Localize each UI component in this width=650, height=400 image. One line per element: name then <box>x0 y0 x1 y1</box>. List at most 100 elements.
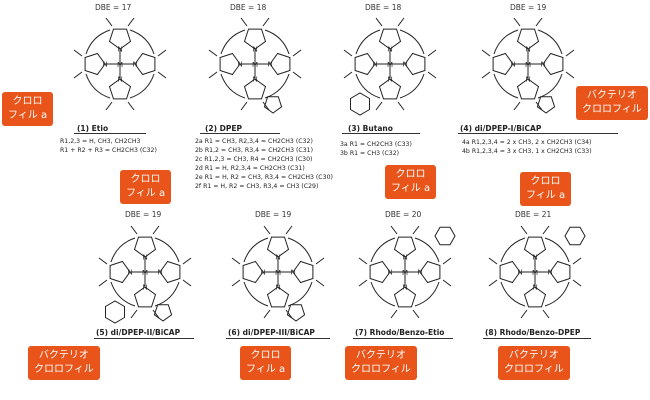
metal-atom: M <box>532 269 538 277</box>
meso-bridge <box>264 73 290 99</box>
fused-cyclopentane-ring <box>153 304 173 322</box>
substituent-bond <box>427 71 437 79</box>
substituent-bond <box>481 71 491 79</box>
nitrogen-atom: N <box>511 61 516 69</box>
substituent-bond <box>127 17 135 27</box>
meso-bridge <box>355 29 381 55</box>
compound-name-7: (7) Rhodo/Benzo-Etio <box>355 328 445 337</box>
meso-bridge <box>129 73 155 99</box>
substituent-bond <box>412 309 420 319</box>
compound-name-3: (3) Butano <box>348 124 393 133</box>
divider-3 <box>342 133 420 134</box>
substituent-bond <box>565 71 575 79</box>
nitrogen-atom: N <box>541 61 546 69</box>
pyrrole-ring <box>134 52 156 76</box>
legend-2-line-1: 2a R1 = CH3, R2,3,4 = CH2CH3 (C32) <box>195 138 313 145</box>
meso-bridge <box>85 29 111 55</box>
divider-2 <box>200 133 280 134</box>
meso-bridge <box>264 29 290 55</box>
pyrrole-ring <box>492 52 514 76</box>
pyrrole-ring <box>499 260 521 284</box>
pyrrole-ring <box>84 52 106 76</box>
substituent-bond <box>572 257 582 265</box>
nitrogen-atom: N <box>526 76 531 84</box>
legend-4-line-2: 4b R1,2,3,4 = 3 x CH3, 1 x CH2CH3 (C33) <box>462 148 592 155</box>
nitrogen-atom: N <box>291 269 296 277</box>
nitrogen-atom: N <box>133 61 138 69</box>
fused-benzene-ring <box>564 226 586 246</box>
nitrogen-atom: N <box>533 254 538 262</box>
meso-bridge <box>287 237 313 263</box>
pyrrole-ring <box>159 260 181 284</box>
nitrogen-atom: N <box>533 284 538 292</box>
nitrogen-atom: N <box>143 284 148 292</box>
nitrogen-atom: N <box>143 254 148 262</box>
meso-bridge <box>220 73 246 99</box>
meso-bridge <box>493 29 519 55</box>
pyrrole-ring <box>419 260 441 284</box>
substituent-bond <box>481 49 491 57</box>
substituent-bond <box>208 49 218 57</box>
pyrrole-ring <box>523 286 547 308</box>
callout-chlorophyll-a-7: クロロ フィル a <box>240 346 292 380</box>
callout-chlorophyll-a-2: クロロ フィル a <box>120 170 172 204</box>
substituent-bond <box>343 49 353 57</box>
substituent-bond <box>427 49 437 57</box>
substituent-bond <box>292 71 302 79</box>
substituent-bond <box>231 279 241 287</box>
legend-4: 4a R1,2,3,4 = 2 x CH3, 2 x CH2CH3 (C34) … <box>462 138 592 156</box>
pyrrole-ring <box>266 236 290 258</box>
legend-3: 3a R1 = CH2CH3 (C33) 3b R1 = CH3 (C32) <box>340 140 412 158</box>
nitrogen-atom: N <box>261 269 266 277</box>
nitrogen-atom: N <box>403 284 408 292</box>
substituent-bond <box>285 309 293 319</box>
substituent-bond <box>231 257 241 265</box>
pyrrole-ring <box>243 78 267 100</box>
nitrogen-atom: N <box>128 269 133 277</box>
pyrrole-ring <box>269 52 291 76</box>
meso-bridge <box>110 237 136 263</box>
pyrrole-ring <box>393 236 417 258</box>
fused-cyclopentane-ring <box>286 304 306 322</box>
substituent-bond <box>542 309 550 319</box>
substituent-bond <box>263 225 271 235</box>
meso-bridge <box>243 237 269 263</box>
substituent-bond <box>98 257 108 265</box>
substituent-bond <box>412 225 420 235</box>
substituent-bond <box>157 49 167 57</box>
fused-benzene-ring <box>434 226 456 246</box>
nitrogen-atom: N <box>548 269 553 277</box>
legend-2-line-2: 2b R1,2 = CH3, R3,4 = CH2CH3 (C31) <box>195 147 313 154</box>
substituent-bond <box>262 17 270 27</box>
substituent-bond <box>343 71 353 79</box>
callout-bacteriochlorophyll-8: バクテリオ クロロフィル <box>345 346 417 380</box>
substituent-bond <box>262 101 270 111</box>
legend-2-line-3: 2c R1,2,3 = CH3, R4 = CH2CH3 (C30) <box>195 156 313 163</box>
compound-name-2: (2) DPEP <box>205 124 243 133</box>
compound-name-6: (6) di/DPEP-III/BiCAP <box>228 328 315 337</box>
legend-4-line-1: 4a R1,2,3,4 = 2 x CH3, 2 x CH2CH3 (C34) <box>462 139 592 146</box>
divider-5 <box>94 338 194 339</box>
nitrogen-atom: N <box>158 269 163 277</box>
legend-1-line-1: R1,2,3 = H, CH3, CH2CH3 <box>60 138 141 145</box>
substituent-bond <box>105 17 113 27</box>
substituent-bond <box>105 101 113 111</box>
nitrogen-atom: N <box>388 269 393 277</box>
dbe-label-1: DBE = 17 <box>95 3 132 12</box>
metal-atom: M <box>117 61 123 69</box>
compound-name-1: (1) Etio <box>77 124 109 133</box>
meso-bridge <box>110 281 136 307</box>
nitrogen-atom: N <box>253 76 258 84</box>
meso-bridge <box>129 29 155 55</box>
substituent-bond <box>315 279 325 287</box>
substituent-bond <box>565 49 575 57</box>
substituent-bond <box>397 17 405 27</box>
substituent-bond <box>375 17 383 27</box>
